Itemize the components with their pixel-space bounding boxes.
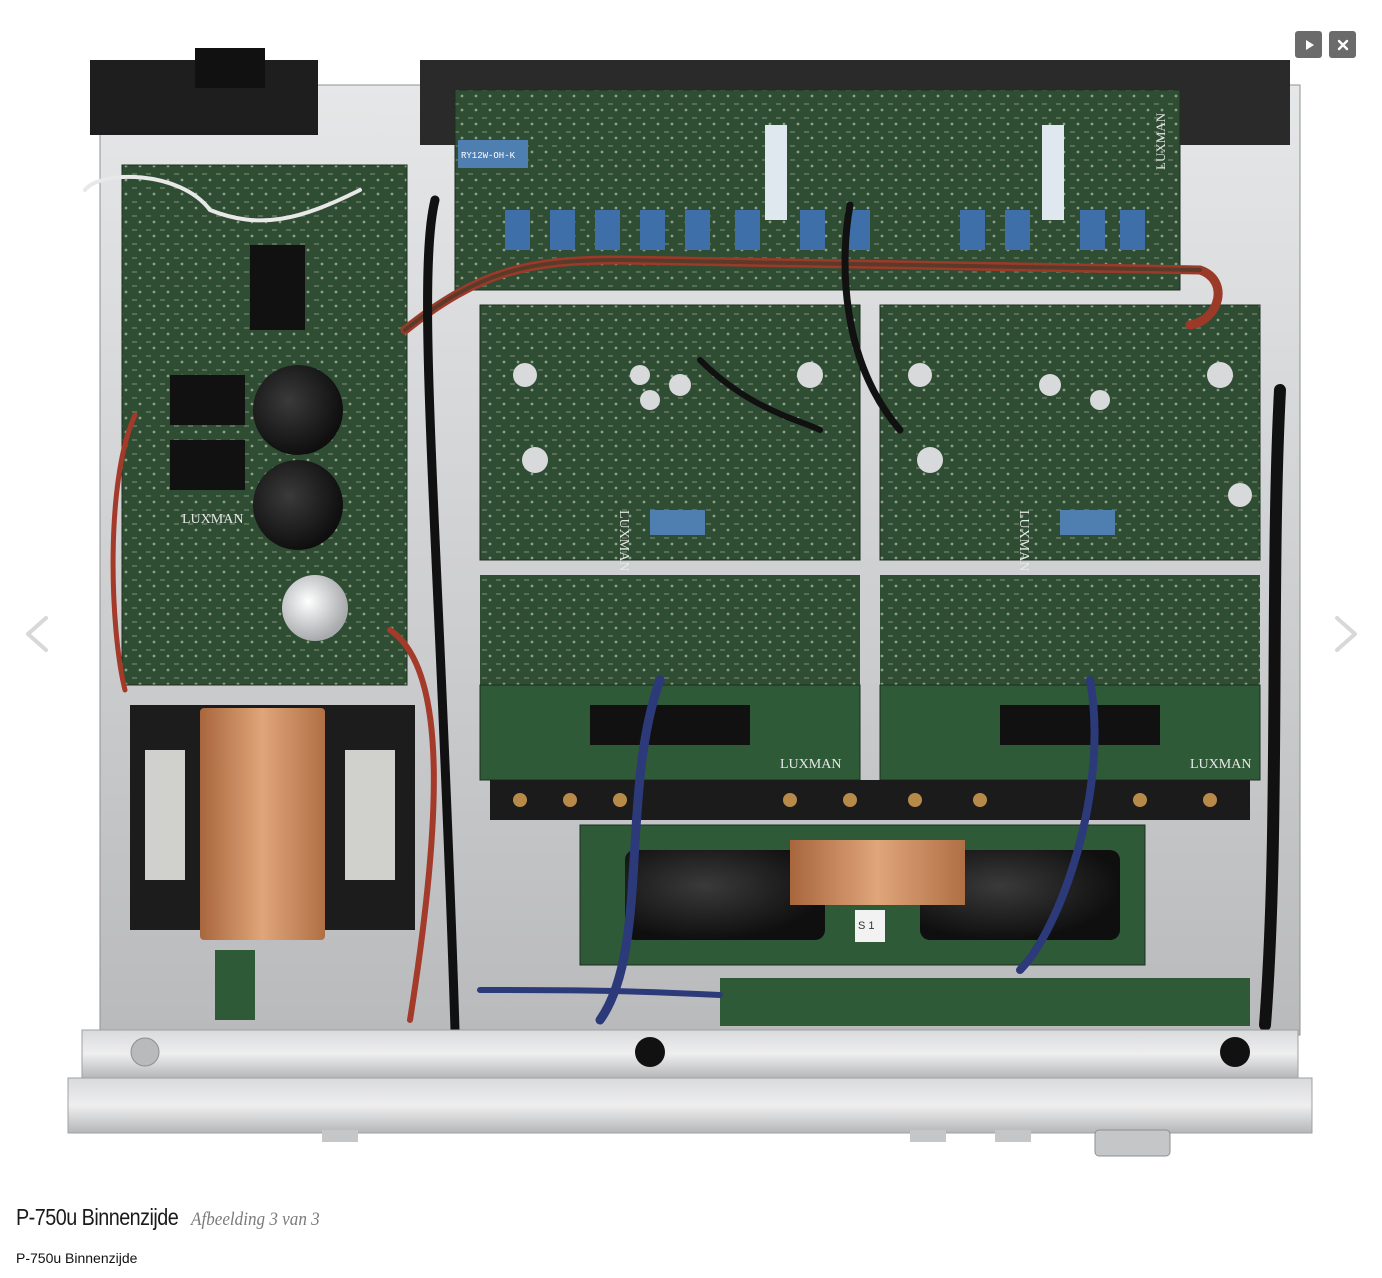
amp-board-2-brand: LUXMAN <box>1016 510 1031 571</box>
chevron-left-icon <box>26 616 48 652</box>
out-board-2-brand: LUXMAN <box>1190 757 1251 772</box>
chevron-right-icon <box>1335 616 1357 652</box>
image-description: P-750u Binnenzijde <box>16 1250 138 1266</box>
close-icon <box>1337 39 1348 50</box>
image-caption: P-750u Binnenzijde Afbeelding 3 van 3 <box>16 1204 334 1231</box>
previous-image-button[interactable] <box>16 612 56 656</box>
image-counter: Afbeelding 3 van 3 <box>191 1209 320 1230</box>
lightbox-viewer: LUXMAN RY12W-OH-K LUXMAN LUXMAN LUXMAN <box>16 31 1367 1157</box>
amplifier-interior-photo: LUXMAN RY12W-OH-K LUXMAN LUXMAN LUXMAN <box>67 48 1313 1157</box>
close-button[interactable] <box>1329 31 1356 58</box>
amp-board-1-brand: LUXMAN <box>616 510 631 571</box>
psu-brand-label: LUXMAN <box>182 512 243 527</box>
play-icon <box>1305 39 1314 50</box>
out-board-1-brand: LUXMAN <box>780 757 841 772</box>
slideshow-play-button[interactable] <box>1295 31 1322 58</box>
input-relay-label: RY12W-OH-K <box>461 151 516 161</box>
switch-label: S 1 <box>858 920 875 932</box>
next-image-button[interactable] <box>1327 612 1367 656</box>
caption-title: P-750u Binnenzijde <box>16 1204 179 1230</box>
input-brand-label: LUXMAN <box>1153 112 1168 170</box>
